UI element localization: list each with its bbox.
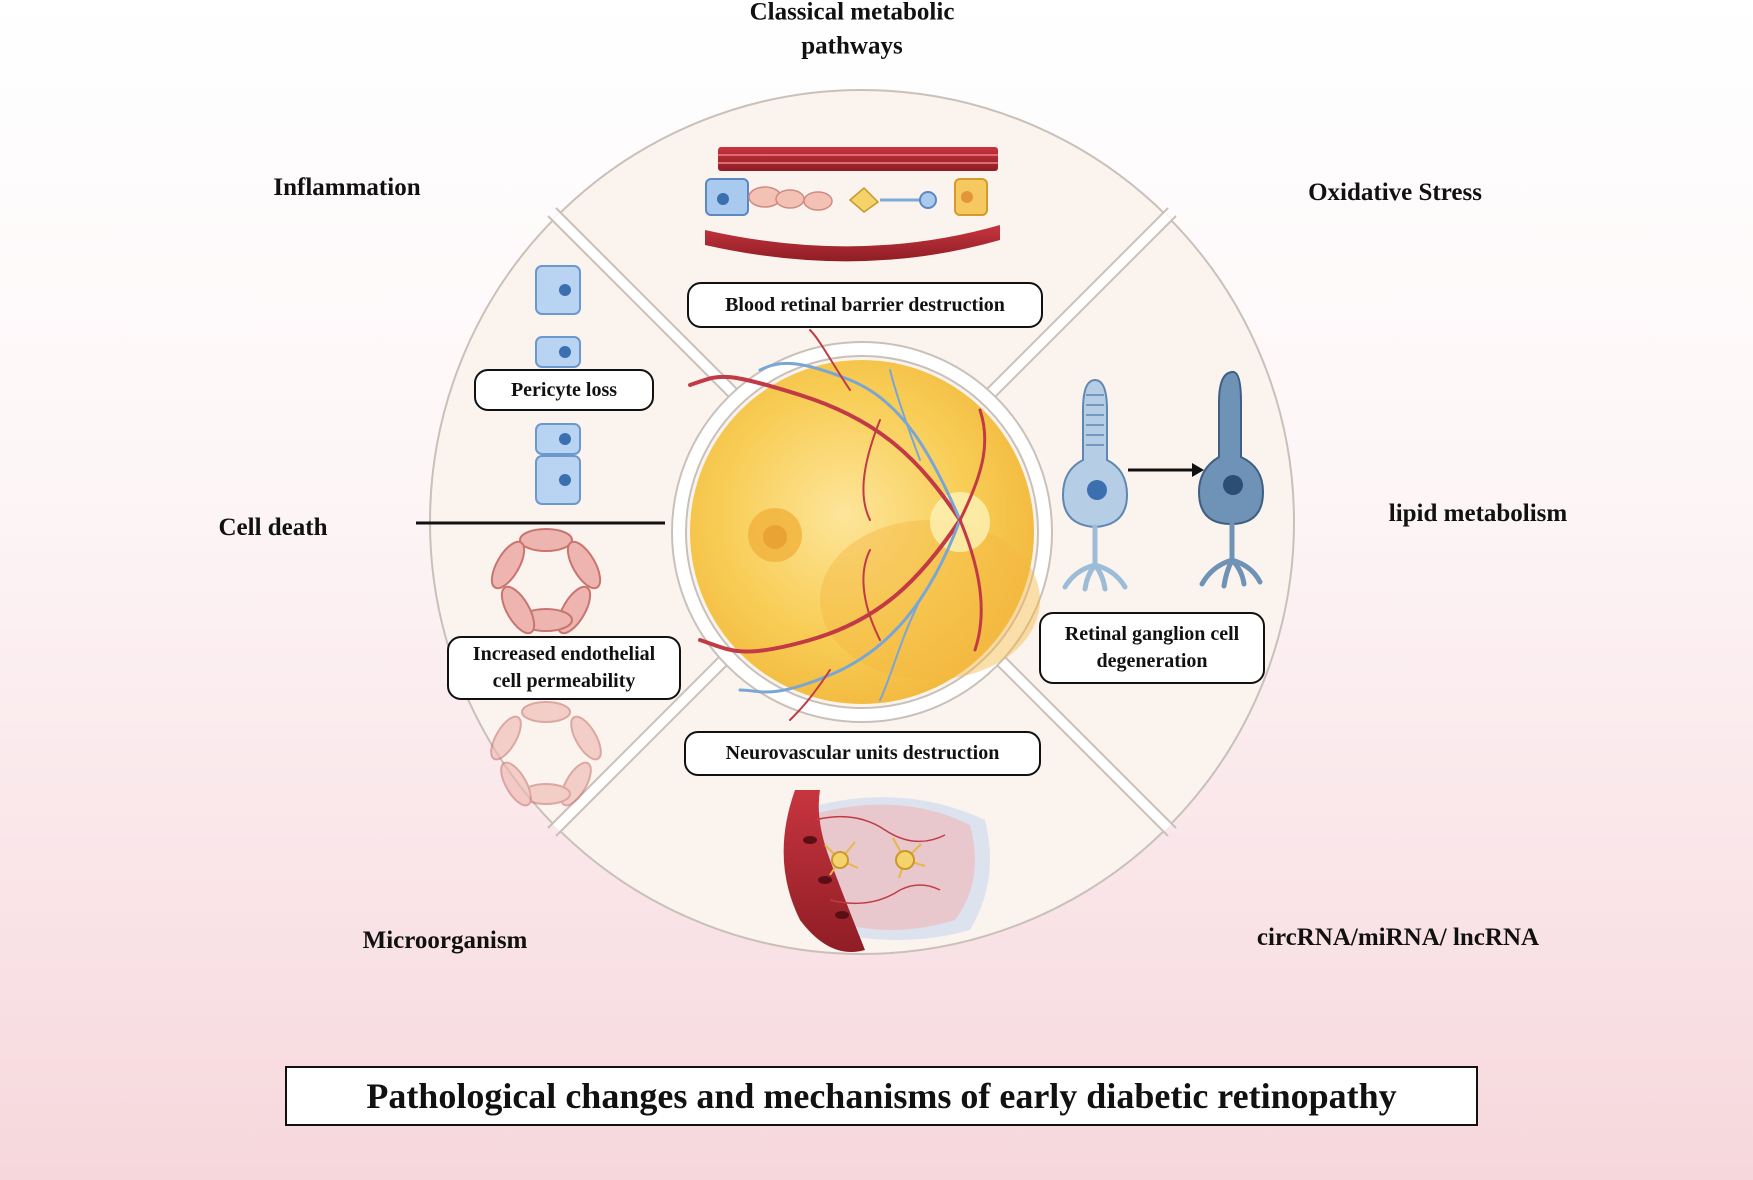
neurovascular-unit-illustration — [783, 790, 990, 952]
label-noncoding-rna: circRNA/miRNA/ lncRNA — [1256, 924, 1540, 952]
label-pericyte-loss: Pericyte loss — [474, 369, 654, 411]
label-inflammation: Inflammation — [273, 174, 421, 202]
retina-fundus — [671, 329, 1053, 723]
arrow-icon — [1128, 463, 1204, 477]
ganglion-cells — [1061, 370, 1265, 592]
label-oxidative-stress: Oxidative Stress — [1308, 179, 1482, 207]
label-retinal-ganglion-cell-degeneration: Retinal ganglion cell degeneration — [1039, 612, 1265, 684]
pericyte-cells — [535, 265, 581, 505]
fundus-vessels — [688, 329, 987, 721]
label-neurovascular-units-destruction: Neurovascular units destruction — [684, 731, 1041, 776]
astrocytes — [824, 837, 926, 879]
label-increased-endothelial-permeability: Increased endothelial cell permeability — [447, 636, 681, 700]
label-lipid-metabolism: lipid metabolism — [1388, 500, 1568, 528]
ganglion-cell-healthy — [1061, 378, 1129, 592]
endothelial-cells — [490, 528, 602, 807]
figure-caption: Pathological changes and mechanisms of e… — [285, 1066, 1478, 1126]
label-microorganism: Microorganism — [362, 927, 528, 955]
blood-retinal-barrier-illustration — [705, 147, 1000, 262]
ganglion-cell-degenerated — [1197, 370, 1265, 589]
endothelial-ring-leaky — [490, 701, 602, 807]
label-classical-metabolic-pathways: Classical metabolic pathways — [749, 0, 955, 59]
endothelial-ring-tight — [490, 528, 602, 635]
label-cell-death: Cell death — [218, 514, 328, 542]
label-blood-retinal-barrier-destruction: Blood retinal barrier destruction — [687, 282, 1043, 328]
